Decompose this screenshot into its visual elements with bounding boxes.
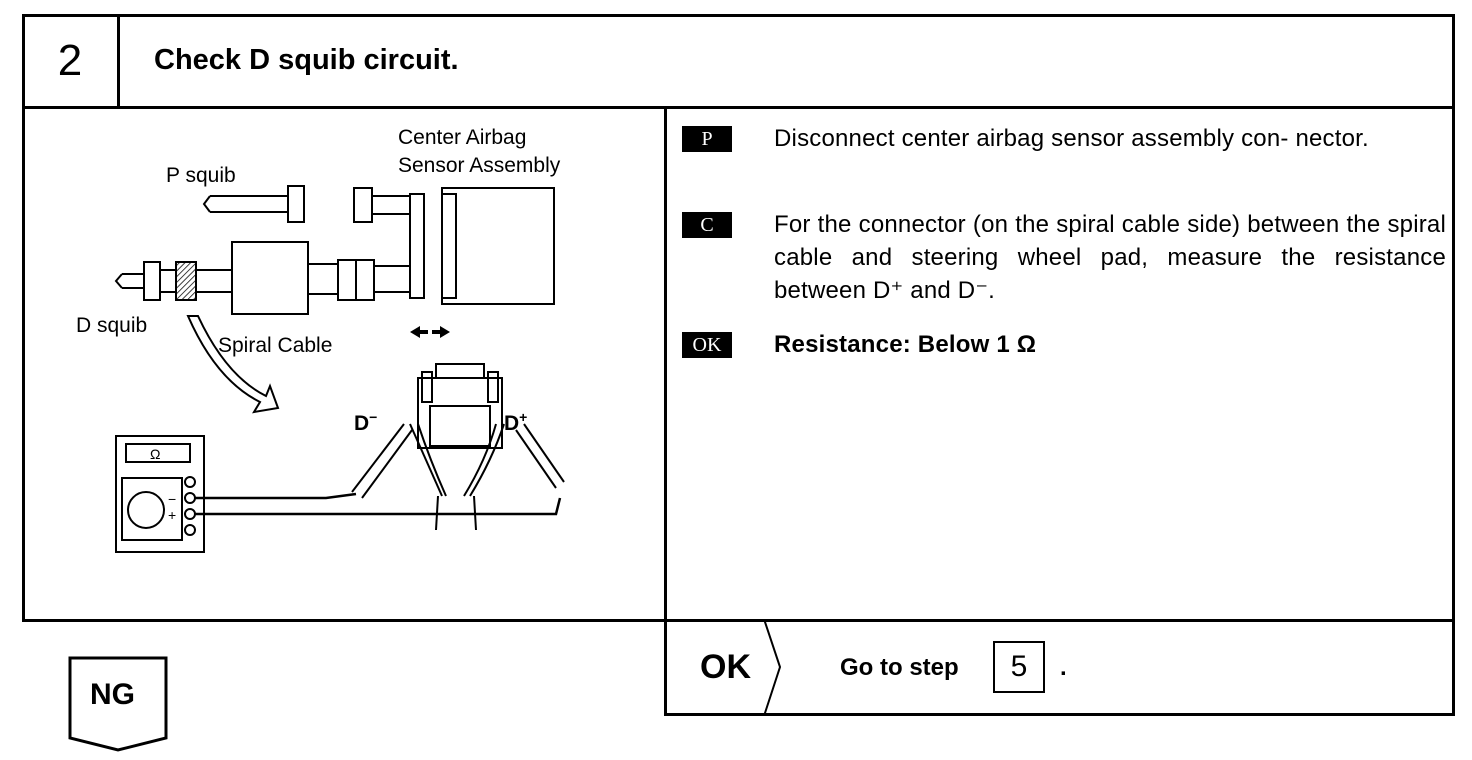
step-title: Check D squib circuit. <box>154 44 459 76</box>
tag-ok: OK <box>682 332 732 358</box>
hatched-connector <box>175 261 197 301</box>
meter-minus-label: − <box>168 491 176 507</box>
step-number-divider <box>117 14 120 108</box>
double-arrow-icon <box>410 326 450 338</box>
instruction-p-text: Disconnect center airbag sensor assembly… <box>774 125 1369 152</box>
p-squib-harness-plug <box>353 187 373 223</box>
ok-label: OK <box>700 648 751 686</box>
ok-result-box <box>664 619 1455 716</box>
spiral-connector-a <box>337 259 357 301</box>
d-plus-label: D+ <box>504 409 527 435</box>
p-squib-connector <box>287 185 305 223</box>
tag-p: P <box>682 126 732 152</box>
spiral-cable-label: Spiral Cable <box>218 334 332 357</box>
header-divider <box>22 106 1455 109</box>
meter-plus-label: + <box>168 507 176 523</box>
ohm-symbol: Ω <box>150 446 160 462</box>
ng-label: NG <box>90 678 135 711</box>
wiring-diagram: Center Airbag Sensor Assembly P squib D … <box>76 126 565 553</box>
step-number: 2 <box>57 36 83 85</box>
instruction-ok-text: Resistance: Below 1 Ω <box>774 331 1037 358</box>
center-airbag-label-2: Sensor Assembly <box>398 154 561 177</box>
sensor-assembly-connector <box>441 193 457 299</box>
center-airbag-label-1: Center Airbag <box>398 126 526 149</box>
d-minus-label: D− <box>354 409 377 435</box>
p-squib-label: P squib <box>166 164 236 187</box>
step-reference[interactable]: 5 <box>993 641 1045 693</box>
d-squib-connector <box>143 261 161 301</box>
pointer-arrow-icon <box>186 315 280 414</box>
ok-go-to-step: Go to step <box>840 654 959 681</box>
instruction-c-text: For the connector (on the spiral cable s… <box>774 211 1446 304</box>
tag-c: C <box>682 212 732 238</box>
sensor-assembly-box <box>441 187 555 305</box>
ng-chevron-box <box>68 656 168 752</box>
ok-chevron-icon <box>763 619 782 716</box>
column-divider <box>664 106 667 716</box>
ok-period: . <box>1060 654 1067 681</box>
test-leads <box>195 492 562 516</box>
connector-detail <box>351 363 565 531</box>
spiral-connector-b <box>355 259 375 301</box>
sensor-harness-connector <box>409 193 425 299</box>
d-squib-label: D squib <box>76 314 147 337</box>
spiral-cable-box <box>231 241 309 315</box>
ok-result-top-line <box>664 619 1455 622</box>
